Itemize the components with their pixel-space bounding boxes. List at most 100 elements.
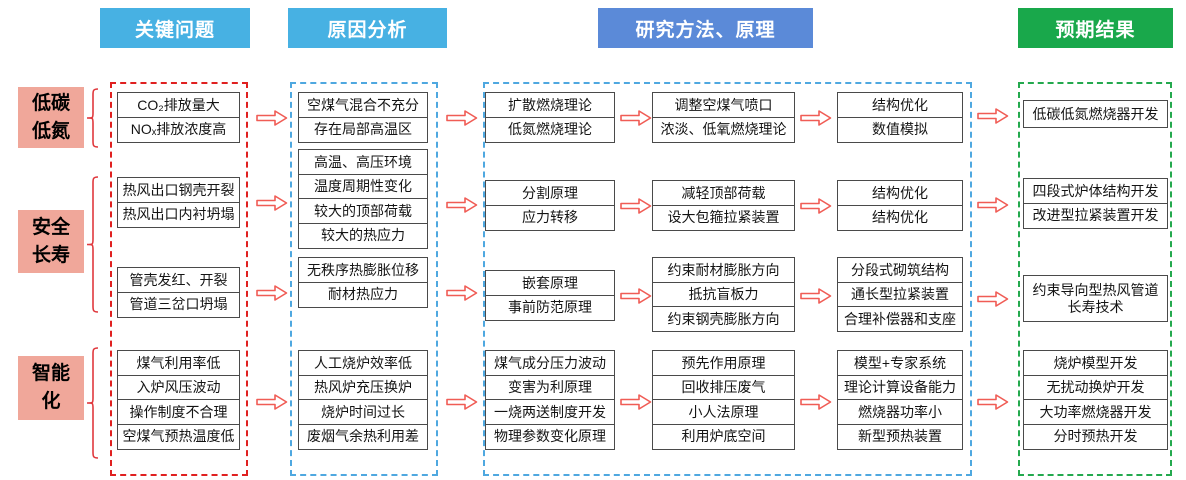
flow-arrow-icon [977, 197, 1009, 213]
flow-box: 分段式砌筑结构 [837, 257, 963, 283]
row-label-smart: 智能 化 [18, 356, 84, 420]
results-group-3: 约束导向型热风管道长寿技术 [1023, 275, 1168, 322]
flow-box: 无扰动换炉开发 [1023, 374, 1168, 401]
flow-box: 热风炉充压换炉 [298, 374, 428, 401]
flow-box: 热风出口钢壳开裂 [117, 177, 240, 203]
flow-box: 操作制度不合理 [117, 399, 240, 425]
row-label-line: 低氮 [31, 120, 70, 142]
flow-box: NOₓ排放浓度高 [117, 116, 240, 143]
flow-box: 一烧两送制度开发 [485, 399, 615, 425]
cause-group-3: 无秩序热膨胀位移 耐材热应力 [298, 257, 428, 308]
flow-box: 回收排压废气 [652, 374, 795, 401]
flow-box: 烧炉时间过长 [298, 399, 428, 425]
flow-box: 利用炉底空间 [652, 423, 795, 450]
key-problems-group-2: 热风出口钢壳开裂 热风出口内衬坍塌 [117, 177, 240, 228]
methods2-group-3: 约束耐材膨胀方向 抵抗盲板力 约束钢壳膨胀方向 [652, 257, 795, 332]
flow-box: 浓淡、低氧燃烧理论 [652, 116, 795, 143]
brace-icon [86, 88, 99, 148]
flow-box: 煤气利用率低 [117, 350, 240, 376]
methods1-group-4: 煤气成分压力波动 变害为利原理 一烧两送制度开发 物理参数变化原理 [485, 350, 615, 450]
flow-box: 合理补偿器和支座 [837, 306, 963, 332]
flow-box: 应力转移 [485, 204, 615, 231]
row-label-line: 化 [41, 391, 61, 412]
methods3-group-1: 结构优化 数值模拟 [837, 92, 963, 143]
flow-box: 结构优化 [837, 180, 963, 206]
flow-box: 模型+专家系统 [837, 350, 963, 376]
flow-box: 减轻顶部荷载 [652, 180, 795, 206]
flow-arrow-icon [620, 394, 652, 410]
brace-icon [86, 176, 99, 313]
methods3-group-4: 模型+专家系统 理论计算设备能力 燃烧器功率小 新型预热装置 [837, 350, 963, 450]
flow-box: 管壳发红、开裂 [117, 267, 240, 293]
flow-box: 约束钢壳膨胀方向 [652, 306, 795, 332]
flow-box: 预先作用原理 [652, 350, 795, 376]
flow-box: 分割原理 [485, 180, 615, 206]
flow-box: 嵌套原理 [485, 270, 615, 296]
row-label-line: 低碳 [31, 92, 70, 114]
flow-box: 燃烧器功率小 [837, 399, 963, 425]
flow-box: 新型预热装置 [837, 423, 963, 450]
row-label-line: 长寿 [31, 244, 70, 266]
flow-arrow-icon [977, 291, 1009, 307]
flow-arrow-icon [800, 288, 832, 304]
brace-icon [86, 347, 99, 459]
flow-arrow-icon [800, 198, 832, 214]
flow-arrow-icon [800, 110, 832, 126]
flow-box: 较大的热应力 [298, 222, 428, 249]
row-label-low-carbon: 低碳 低氮 [18, 87, 84, 148]
flow-box: 管道三岔口坍塌 [117, 291, 240, 318]
flow-box: CO₂排放量大 [117, 92, 240, 118]
cause-group-1: 空煤气混合不充分 存在局部高温区 [298, 92, 428, 143]
flow-box: 物理参数变化原理 [485, 423, 615, 450]
methods3-group-2: 结构优化 结构优化 [837, 180, 963, 231]
flow-box: 数值模拟 [837, 116, 963, 143]
header-cause-analysis: 原因分析 [288, 8, 447, 48]
header-key-problems: 关键问题 [100, 8, 250, 48]
flow-box: 约束导向型热风管道长寿技术 [1023, 275, 1168, 322]
methods2-group-4: 预先作用原理 回收排压废气 小人法原理 利用炉底空间 [652, 350, 795, 450]
header-methods: 研究方法、原理 [598, 8, 813, 48]
row-label-safety-longevity: 安全 长寿 [18, 210, 84, 273]
methods3-group-3: 分段式砌筑结构 通长型拉紧装置 合理补偿器和支座 [837, 257, 963, 332]
flow-box: 较大的顶部荷载 [298, 198, 428, 224]
flow-box: 理论计算设备能力 [837, 374, 963, 401]
flow-arrow-icon [977, 108, 1009, 124]
flow-box: 废烟气余热利用差 [298, 423, 428, 450]
flow-box: 低碳低氮燃烧器开发 [1023, 100, 1168, 128]
flow-box: 人工烧炉效率低 [298, 350, 428, 376]
flow-arrow-icon [446, 110, 478, 126]
results-group-1: 低碳低氮燃烧器开发 [1023, 100, 1168, 128]
flow-box: 调整空煤气喷口 [652, 92, 795, 118]
methods1-group-3: 嵌套原理 事前防范原理 [485, 270, 615, 321]
flow-box: 分时预热开发 [1023, 423, 1168, 450]
flow-box: 烧炉模型开发 [1023, 350, 1168, 376]
flow-box: 煤气成分压力波动 [485, 350, 615, 376]
methods-container [483, 82, 972, 476]
cause-group-4: 人工烧炉效率低 热风炉充压换炉 烧炉时间过长 废烟气余热利用差 [298, 350, 428, 450]
flow-box: 低氮燃烧理论 [485, 116, 615, 143]
row-label-line: 智能 [31, 363, 70, 385]
results-group-4: 烧炉模型开发 无扰动换炉开发 大功率燃烧器开发 分时预热开发 [1023, 350, 1168, 450]
flow-box: 温度周期性变化 [298, 173, 428, 200]
flow-box: 高温、高压环境 [298, 149, 428, 175]
flow-arrow-icon [446, 394, 478, 410]
flow-arrow-icon [256, 394, 288, 410]
flow-arrow-icon [446, 285, 478, 301]
flow-box: 约束耐材膨胀方向 [652, 257, 795, 283]
header-expected-results: 预期结果 [1018, 8, 1173, 48]
results-group-2: 四段式炉体结构开发 改进型拉紧装置开发 [1023, 178, 1168, 229]
flow-box: 结构优化 [837, 204, 963, 231]
flow-box: 改进型拉紧装置开发 [1023, 202, 1168, 229]
methods1-group-2: 分割原理 应力转移 [485, 180, 615, 231]
flow-box: 抵抗盲板力 [652, 281, 795, 308]
flow-box: 扩散燃烧理论 [485, 92, 615, 118]
key-problems-group-1: CO₂排放量大 NOₓ排放浓度高 [117, 92, 240, 143]
flow-box: 变害为利原理 [485, 374, 615, 401]
flow-box: 事前防范原理 [485, 294, 615, 321]
flow-arrow-icon [800, 394, 832, 410]
flow-box: 大功率燃烧器开发 [1023, 399, 1168, 425]
flow-box: 四段式炉体结构开发 [1023, 178, 1168, 204]
flow-box: 无秩序热膨胀位移 [298, 257, 428, 283]
methods2-group-2: 减轻顶部荷载 设大包箍拉紧装置 [652, 180, 795, 231]
flow-arrow-icon [256, 285, 288, 301]
